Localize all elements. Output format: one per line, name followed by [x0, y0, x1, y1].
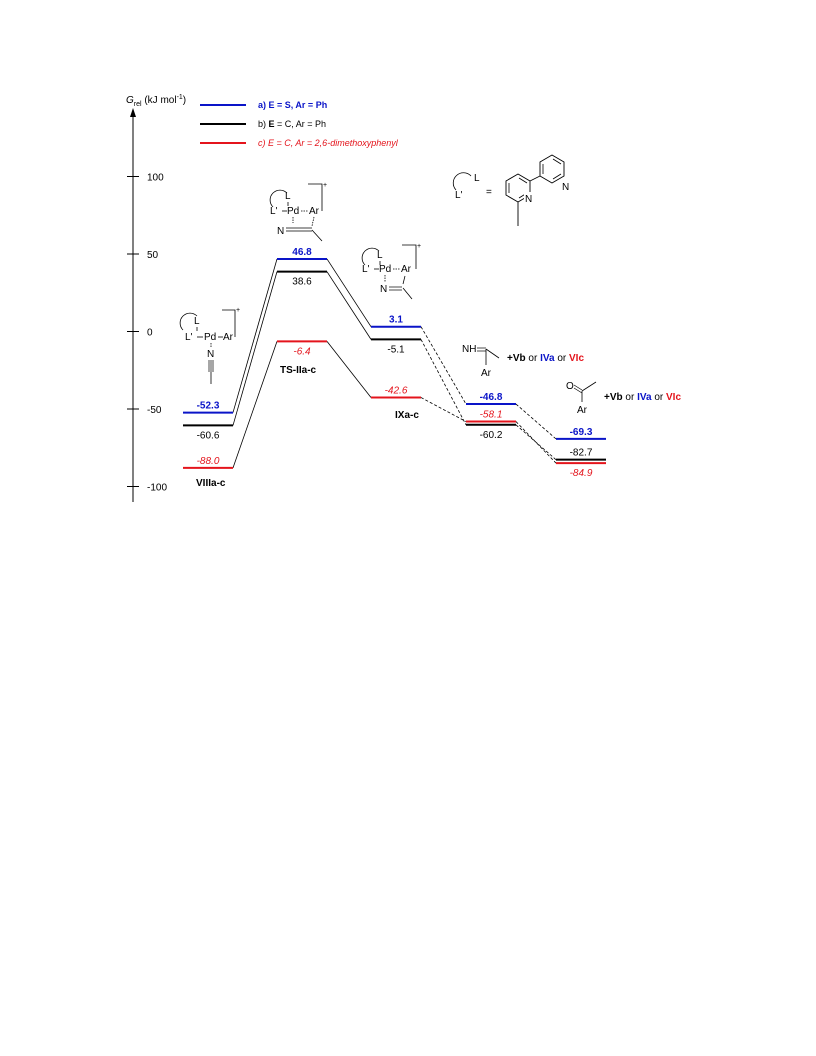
value-label-a-5: -69.3	[570, 427, 593, 438]
value-label-b-3: -5.1	[387, 344, 405, 355]
y-tick-label: 0	[147, 328, 153, 339]
connector-b-4	[515, 424, 557, 460]
value-label-a-4: -46.8	[480, 392, 503, 403]
legend-label-b: b) E = C, Ar = Ph	[258, 119, 326, 129]
svg-text:N: N	[525, 194, 532, 205]
value-label-c-2: -6.4	[293, 346, 311, 357]
y-axis-label: Grel (kJ mol-1)	[126, 94, 186, 108]
svg-text:L': L'	[455, 190, 463, 201]
svg-text:L: L	[474, 173, 480, 184]
svg-text:L': L'	[270, 206, 278, 217]
connector-c-1	[232, 341, 278, 469]
value-label-c-5: -84.9	[570, 468, 593, 479]
svg-text:N: N	[562, 182, 569, 193]
svg-text:+: +	[417, 243, 421, 250]
connector-b-2	[326, 271, 372, 340]
ligand-definition: L L' = N N	[452, 154, 571, 226]
connector-a-2	[326, 258, 372, 327]
svg-text:NH: NH	[462, 344, 476, 355]
structure-imine: NH Ar	[462, 344, 500, 379]
structure-viii: L L' Pd Ar N +	[179, 307, 240, 384]
value-labels: -52.3 46.8 3.1 -46.8 -69.3 -60.6 38.6 -5.1 -60.2…	[197, 247, 593, 479]
y-tick-label: -100	[147, 483, 167, 494]
y-axis: 100 50 0 -50 -100 Grel (kJ mol-1)	[126, 94, 186, 502]
svg-text:Pd: Pd	[204, 332, 216, 343]
connectors	[232, 258, 557, 469]
connector-c-2	[326, 341, 372, 398]
state-label-viii: VIIIa-c	[196, 478, 226, 489]
svg-text:+: +	[323, 182, 327, 189]
connector-a-3	[420, 326, 467, 405]
svg-text:Ar: Ar	[577, 405, 588, 416]
legend-label-a: a) E = S, Ar = Ph	[258, 100, 327, 110]
svg-text:L: L	[194, 316, 200, 327]
connector-b-1	[232, 271, 278, 426]
svg-text:L': L'	[362, 264, 370, 275]
y-tick-label: 100	[147, 173, 164, 184]
connector-a-1	[232, 258, 278, 413]
svg-text:Pd: Pd	[287, 206, 299, 217]
svg-text:Ar: Ar	[309, 206, 320, 217]
svg-text:Ar: Ar	[223, 332, 234, 343]
svg-text:Pd: Pd	[379, 264, 391, 275]
value-label-a-2: 46.8	[292, 247, 312, 258]
y-axis-arrow	[130, 108, 136, 117]
value-label-a-3: 3.1	[389, 315, 403, 326]
svg-text:N: N	[207, 349, 214, 360]
svg-text:N: N	[277, 226, 284, 237]
svg-text:O: O	[566, 381, 574, 392]
value-label-b-1: -60.6	[197, 430, 220, 441]
connector-a-4	[515, 403, 557, 440]
svg-text:+: +	[236, 307, 240, 314]
connector-b-3	[420, 339, 467, 425]
legend-label-c: c) E = C, Ar = 2,6-dimethoxyphenyl	[258, 138, 399, 148]
svg-text:Ar: Ar	[481, 368, 492, 379]
legend: a) E = S, Ar = Ph b) E = C, Ar = Ph c) E…	[200, 100, 399, 148]
structure-ix: L L' Pd Ar N +	[361, 243, 421, 300]
value-label-c-1: -88.0	[197, 456, 220, 467]
svg-text:N: N	[380, 284, 387, 295]
svg-text:Ar: Ar	[401, 264, 412, 275]
structure-ketone: O Ar	[566, 381, 597, 416]
additive-label-imine: +Vb or IVa or VIc	[507, 353, 584, 364]
value-label-c-3: -42.6	[385, 386, 408, 397]
svg-text:L: L	[285, 191, 291, 202]
value-label-b-5: -82.7	[570, 448, 593, 459]
structure-ts: L L' Pd Ar N +	[269, 182, 327, 242]
value-label-c-4: -58.1	[480, 410, 503, 421]
y-ticks: 100 50 0 -50 -100	[127, 173, 167, 494]
value-label-b-2: 38.6	[292, 277, 312, 288]
y-tick-label: 50	[147, 250, 159, 261]
svg-text:=: =	[486, 187, 492, 198]
connector-c-3	[420, 397, 467, 422]
value-label-a-1: -52.3	[197, 401, 220, 412]
svg-text:L': L'	[185, 332, 193, 343]
svg-text:L: L	[377, 250, 383, 261]
state-label-ts: TS-IIa-c	[280, 365, 317, 376]
y-tick-label: -50	[147, 405, 162, 416]
state-label-ix: IXa-c	[395, 410, 419, 421]
value-label-b-4: -60.2	[480, 430, 503, 441]
energy-levels	[183, 257, 606, 469]
additive-label-ketone: +Vb or IVa or VIc	[604, 392, 681, 403]
